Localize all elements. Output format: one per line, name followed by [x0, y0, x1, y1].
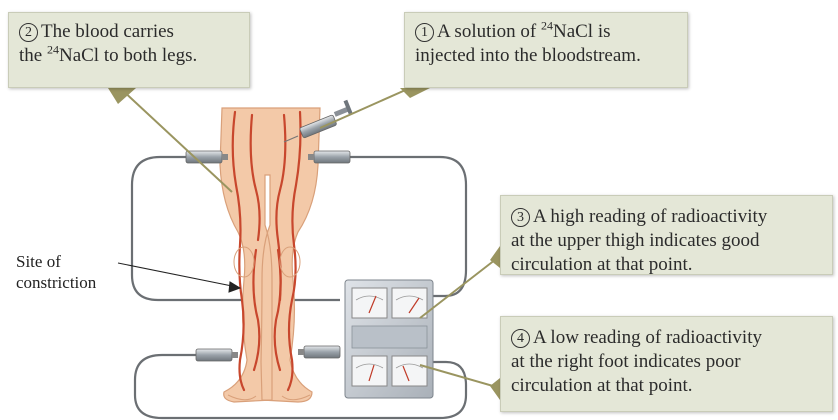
probe-upper-right — [308, 151, 350, 163]
callout-1-line-2: injected into the bloodstream. — [415, 44, 677, 68]
pointer-4 — [490, 378, 500, 400]
leader-2 — [120, 88, 232, 192]
pointer-3 — [490, 246, 500, 268]
meter-box — [345, 280, 433, 398]
probe-upper-left — [186, 151, 228, 163]
meter-2 — [392, 288, 427, 318]
pointer-1 — [400, 88, 430, 98]
step-number-2: 2 — [19, 23, 38, 42]
meter-4 — [392, 356, 427, 386]
probe-lower-right — [298, 346, 340, 358]
meter-1 — [352, 288, 387, 318]
probe-lower-left — [196, 349, 238, 361]
step-number-3: 3 — [511, 208, 530, 227]
pointer-2 — [108, 88, 136, 104]
step-number-4: 4 — [511, 329, 530, 348]
site-of-constriction-label: Site of constriction — [16, 251, 96, 293]
leader-1 — [320, 88, 410, 128]
constriction-arrow — [118, 263, 240, 292]
meter-3 — [352, 356, 387, 386]
step-number-1: 1 — [415, 23, 434, 42]
